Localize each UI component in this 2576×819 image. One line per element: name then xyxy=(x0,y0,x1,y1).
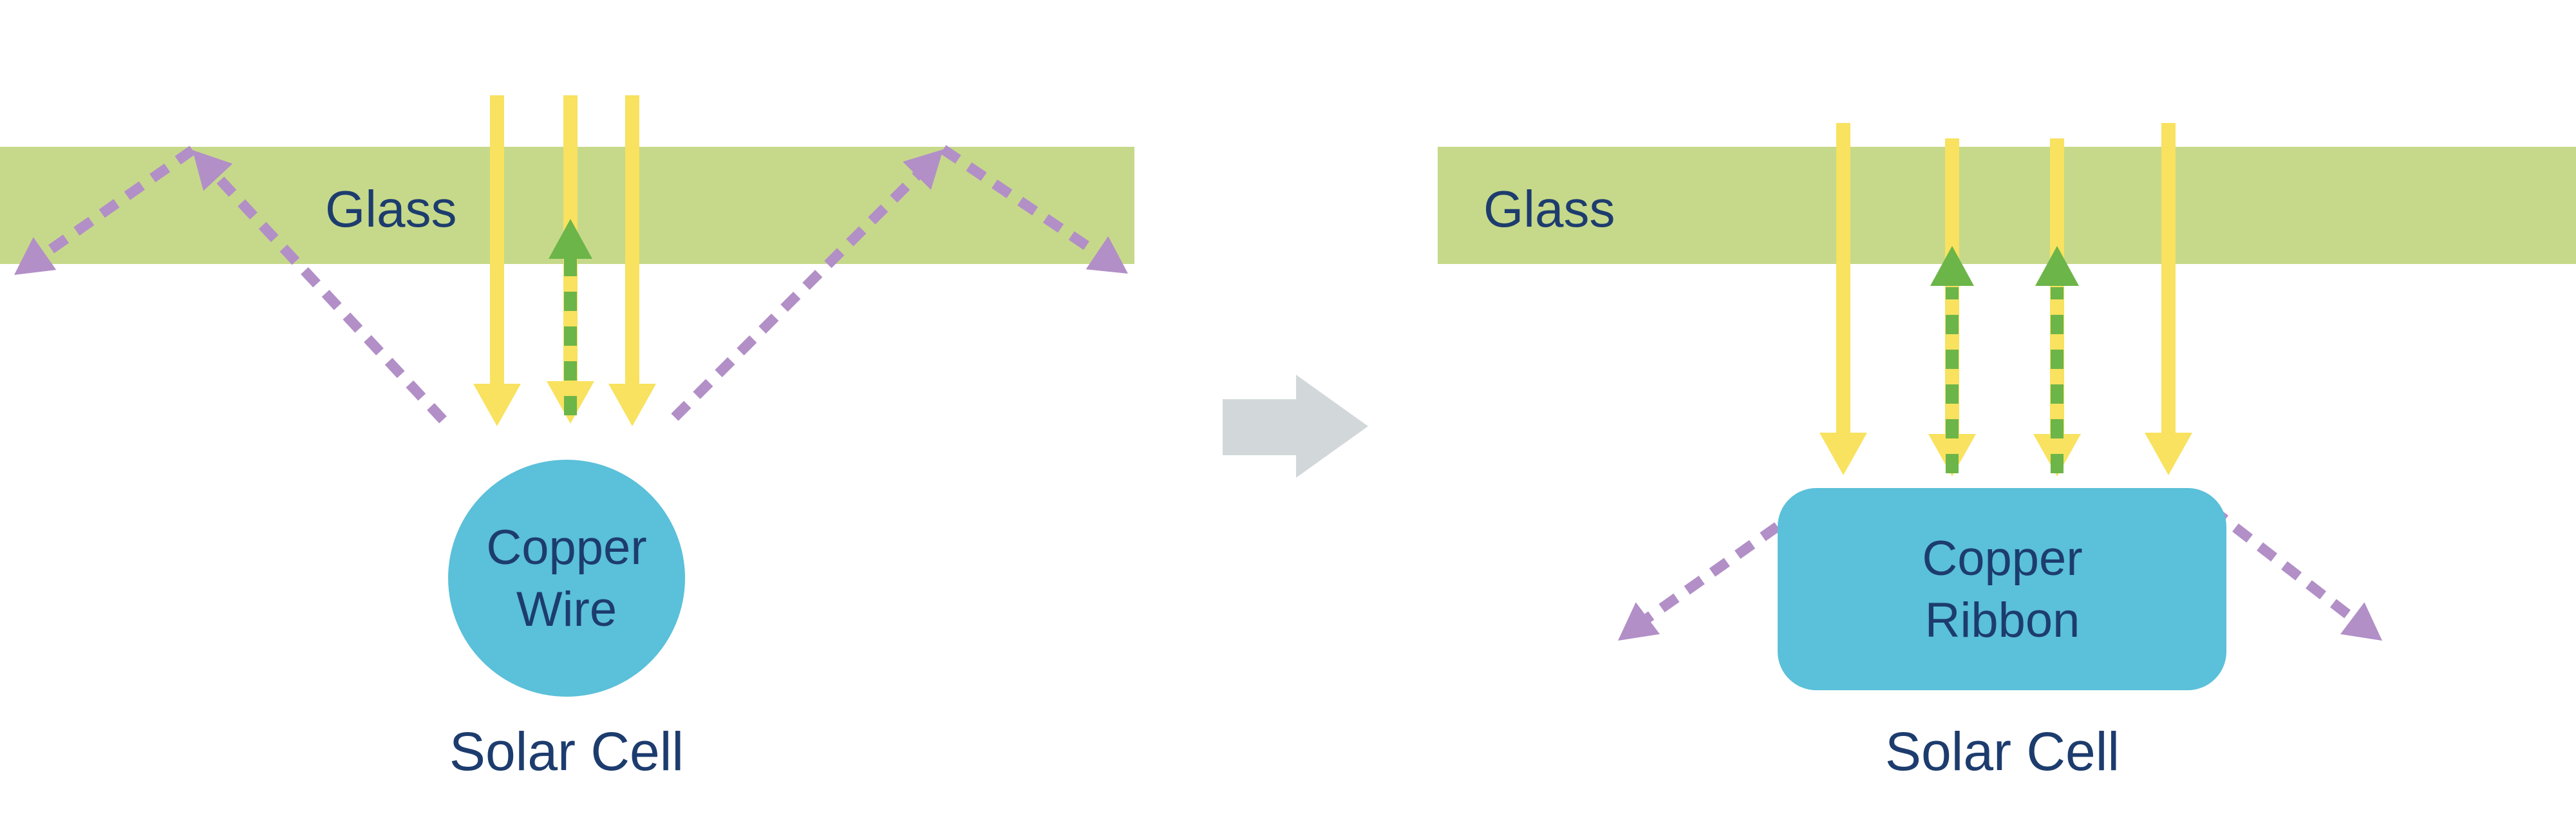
reflected-ray-segment xyxy=(1644,504,1806,623)
absorbed-light-arrow xyxy=(1930,246,1974,473)
arrowhead-icon xyxy=(549,219,592,259)
glass-layer xyxy=(1438,147,2576,264)
absorbed-light-arrow xyxy=(2035,246,2079,473)
left-panel: Glass xyxy=(0,95,1134,782)
arrowhead-icon xyxy=(2340,602,2382,641)
solar-cell-label: Solar Cell xyxy=(449,721,684,782)
glass-label: Glass xyxy=(1483,180,1615,238)
arrowhead-icon xyxy=(1086,236,1128,274)
reflected-light-ray xyxy=(671,145,1128,421)
reflected-ray-segment xyxy=(940,145,1102,258)
right-panel: Glass xyxy=(1438,123,2576,782)
arrowhead-icon xyxy=(473,384,521,426)
arrowhead-icon xyxy=(2145,433,2192,475)
copper-ribbon xyxy=(1778,488,2226,690)
arrowhead-icon xyxy=(1819,433,1867,475)
glass-label: Glass xyxy=(325,180,457,238)
reflected-ray-segment xyxy=(2208,504,2356,623)
sunlight-arrow xyxy=(1819,123,1867,475)
arrowhead-icon xyxy=(193,150,233,191)
solar-cell-label: Solar Cell xyxy=(1885,721,2120,782)
copper-wire-label-line2: Wire xyxy=(516,582,617,637)
absorbed-light-arrow xyxy=(549,219,592,415)
reflected-ray-segment xyxy=(213,173,447,424)
arrowhead-icon xyxy=(1618,602,1660,641)
copper-wire-label-line1: Copper xyxy=(486,520,646,575)
arrowhead-icon xyxy=(1930,246,1974,286)
reflected-light-ray xyxy=(14,146,447,424)
arrowhead-icon xyxy=(14,237,57,275)
sunlight-arrow xyxy=(473,95,521,426)
reflected-light-ray xyxy=(1618,504,1806,641)
arrowhead-icon xyxy=(608,384,656,426)
copper-wire xyxy=(448,460,685,697)
arrowhead-icon xyxy=(903,149,943,190)
sunlight-arrow xyxy=(2145,123,2192,475)
reflected-light-ray xyxy=(2208,504,2382,641)
reflected-ray-segment xyxy=(671,171,921,421)
arrowhead-icon xyxy=(2035,246,2079,286)
sunlight-arrow xyxy=(608,95,656,426)
copper-ribbon-label-line2: Ribbon xyxy=(1925,593,2080,648)
transition-right-arrow-icon xyxy=(1223,375,1368,478)
copper-ribbon-label-line1: Copper xyxy=(1922,531,2082,586)
